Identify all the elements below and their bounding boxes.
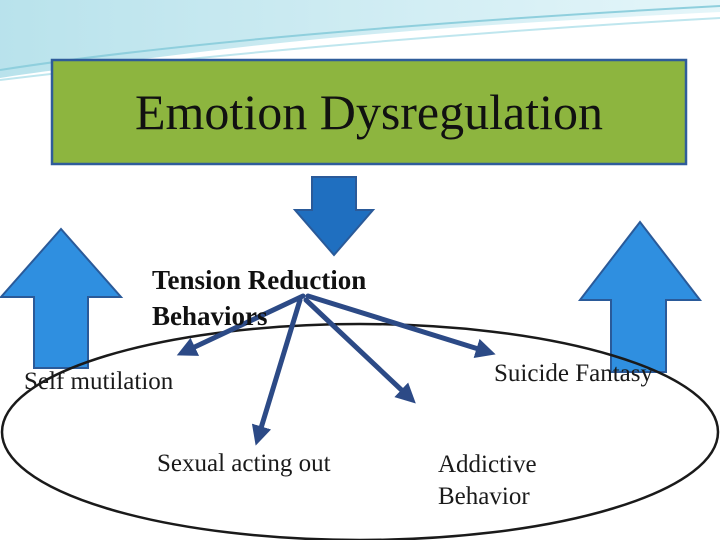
node-sexual-acting-out: Sexual acting out (157, 450, 331, 477)
hub-label: Tension Reduction Behaviors (152, 265, 367, 331)
header-wave-fill (0, 0, 720, 78)
title-box (50, 58, 688, 166)
connector-sexual-acting-out (251, 297, 303, 446)
connector-self-mutilation (176, 293, 306, 356)
right-up-arrow (577, 220, 703, 373)
connector-suicide-fantasy (305, 293, 496, 358)
node-addictive-behavior: Addictive Behavior (438, 451, 537, 510)
node-self-mutilation: Self mutilation (24, 368, 174, 395)
connectors (176, 293, 496, 446)
node-suicide-fantasy: Suicide Fantasy (494, 360, 654, 387)
diagram-title: Emotion Dysregulation (135, 84, 603, 140)
left-up-arrow (0, 227, 124, 369)
down-arrow (292, 176, 376, 257)
connector-addictive-behavior (303, 297, 416, 404)
